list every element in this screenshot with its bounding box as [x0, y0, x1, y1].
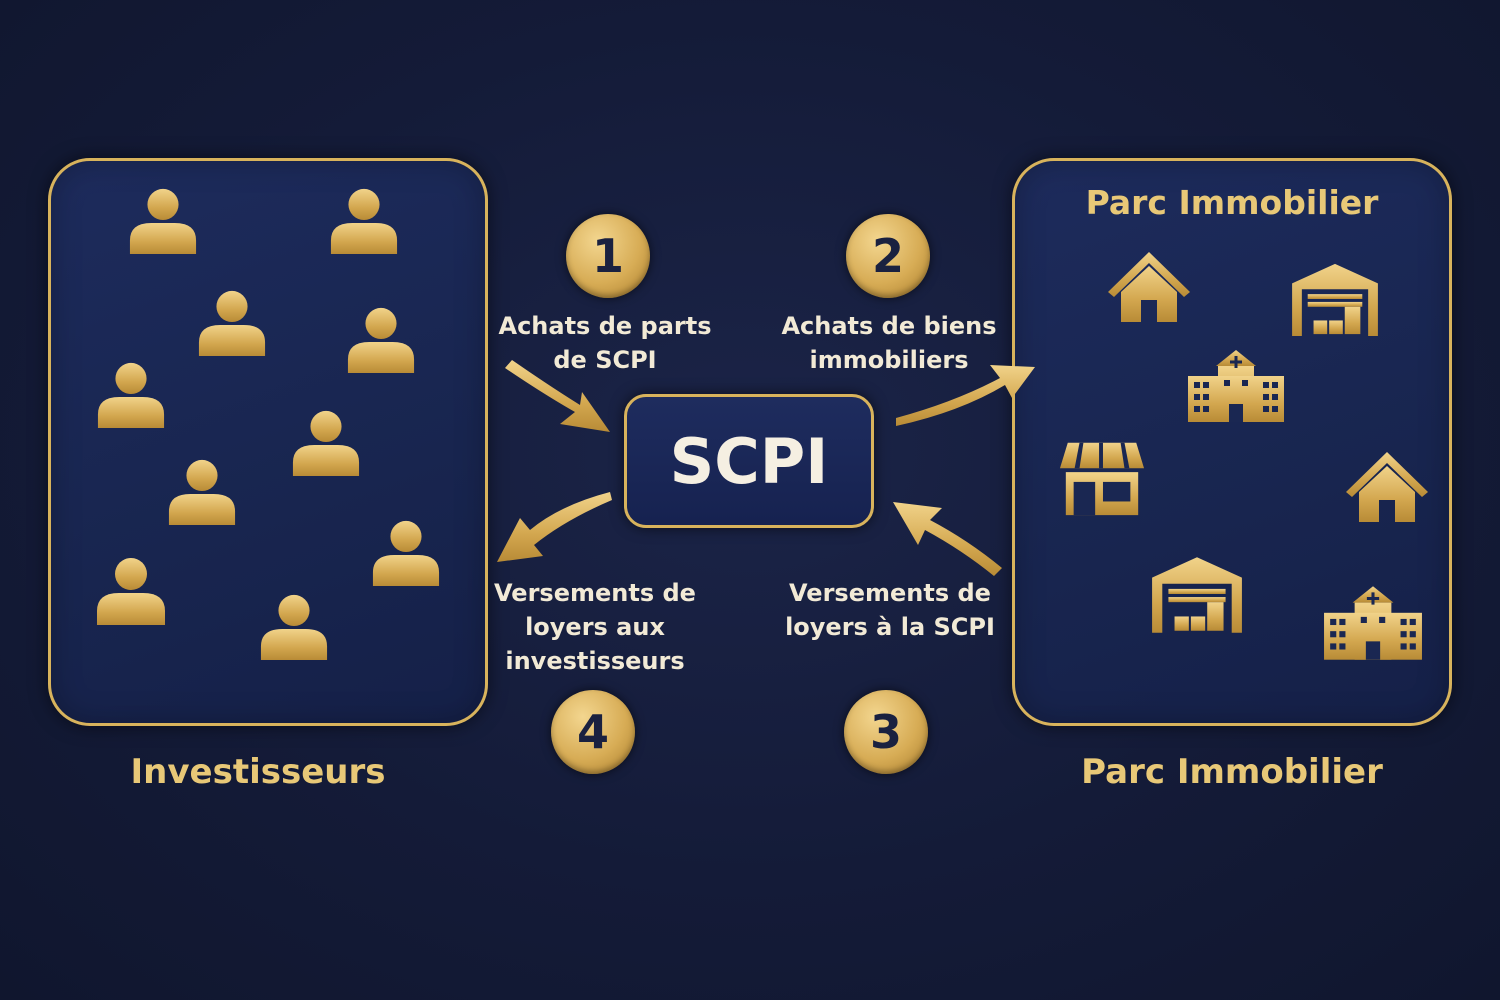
- step-label-1: Achats de parts de SCPI: [498, 312, 712, 374]
- arrow-3: [893, 502, 1002, 576]
- arrow-4: [497, 492, 612, 562]
- step-badge-3: 3: [844, 690, 928, 774]
- investors-caption: Investisseurs: [130, 752, 386, 792]
- property-caption: Parc Immobilier: [1081, 752, 1383, 792]
- arrow-1: [505, 360, 610, 432]
- step-label-4: Versements de loyers aux investisseurs: [494, 579, 696, 675]
- step-badge-4: 4: [551, 690, 635, 774]
- step-label-2: Achats de biens immobiliers: [781, 312, 997, 374]
- arrow-2: [896, 365, 1035, 426]
- step-label-3: Versements de loyers à la SCPI: [785, 579, 995, 641]
- step-badge-1: 1: [566, 214, 650, 298]
- investors-panel: [48, 158, 488, 726]
- step-badge-2: 2: [846, 214, 930, 298]
- property-panel-title: Parc Immobilier: [1085, 183, 1379, 222]
- scpi-box: SCPI: [624, 394, 874, 528]
